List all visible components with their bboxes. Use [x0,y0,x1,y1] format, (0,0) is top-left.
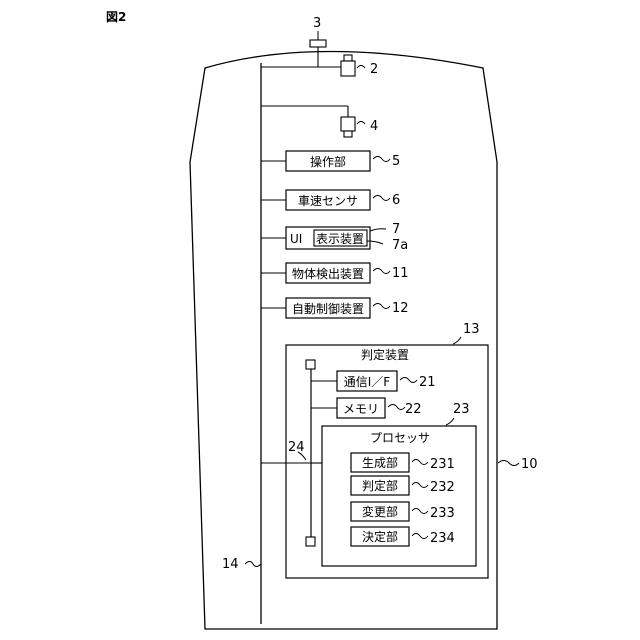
camera-top-icon [341,61,355,76]
figure-label: 図2 [106,10,126,24]
operation-unit-label: 操作部 [310,154,346,169]
antenna-icon [310,40,326,47]
ref-comm-if: 21 [419,375,436,390]
ref-changer: 233 [430,506,455,521]
ref-processor: 23 [453,402,470,417]
ref-antenna: 3 [313,16,321,31]
ref-ui: 7 [392,222,400,237]
processor-label: プロセッサ [370,431,430,445]
ui-label: UI [290,232,302,246]
speed-sensor-label: 車速センサ [298,194,358,208]
ref-auto-controller: 12 [392,301,409,316]
generator-label: 生成部 [362,455,398,470]
memory-label: メモリ [343,402,379,416]
ref-memory: 22 [405,402,422,417]
ref-decider: 234 [430,531,455,546]
leader-14 [245,562,261,567]
ref-speed-sensor: 6 [392,193,400,208]
judge-device-label: 判定装置 [361,347,409,362]
internal-bus-top-terminal [306,360,315,369]
camera-bottom-lens-icon [344,131,352,137]
ref-object-detector: 11 [392,266,409,281]
judging-unit-label: 判定部 [362,478,398,493]
auto-controller-label: 自動制御装置 [292,301,364,316]
object-detector-label: 物体検出装置 [292,267,364,281]
ref-generator: 231 [430,457,455,472]
internal-bus-bottom-terminal [306,537,315,546]
ref-bus: 14 [222,557,239,572]
comm-if-label: 通信I／F [344,375,391,389]
ref-operation: 5 [392,154,400,169]
ref-camera-top: 2 [370,62,378,77]
ref-judge-device: 13 [463,322,480,337]
ref-judging: 232 [430,480,455,495]
ref-vehicle: 10 [521,457,538,472]
decider-label: 決定部 [362,529,398,544]
display-device-label: 表示装置 [316,232,364,246]
camera-top-lens-icon [344,55,352,61]
leader-10 [498,461,519,466]
camera-bottom-icon [341,117,355,131]
ref-internal-bus: 24 [288,440,305,455]
ref-display: 7a [392,238,408,253]
ref-camera-bottom: 4 [370,119,378,134]
changer-label: 変更部 [362,504,398,519]
